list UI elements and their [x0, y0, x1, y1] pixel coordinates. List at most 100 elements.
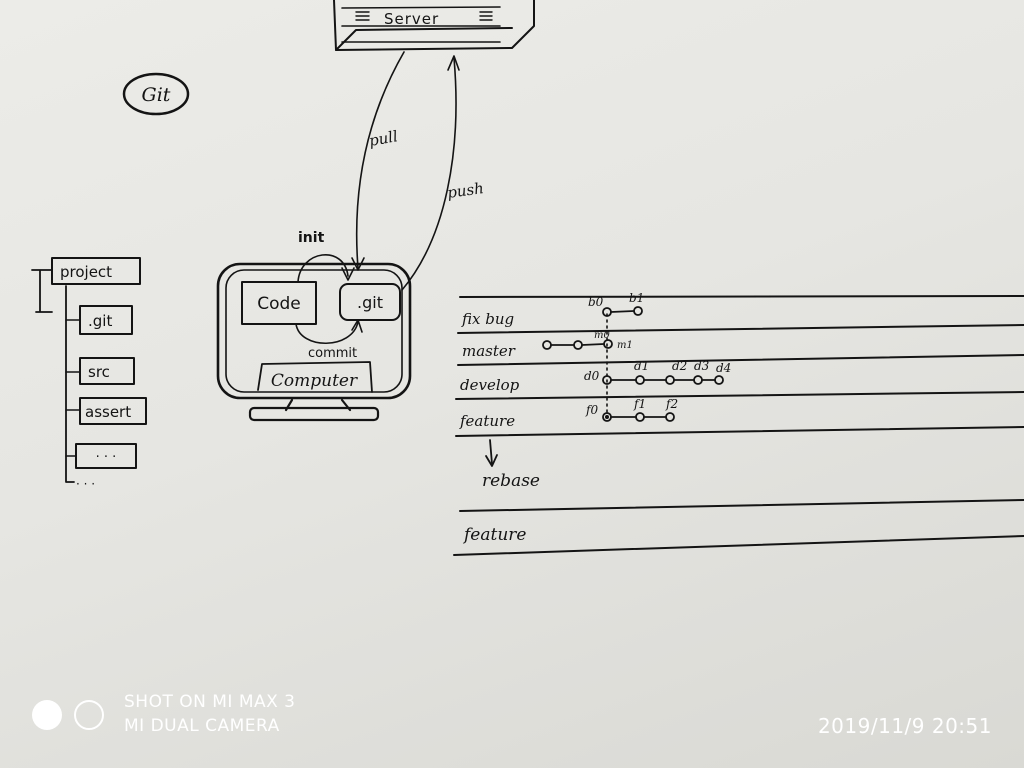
server-shelves — [341, 6, 501, 43]
lane-line-3 — [457, 354, 1024, 366]
commit-master-1 — [542, 340, 552, 350]
rebase-lane-top — [459, 499, 1024, 512]
commit-label-d1: d1 — [634, 359, 649, 373]
git-dir-box — [339, 283, 401, 321]
commit-label-d0: d0 — [584, 369, 600, 383]
commit-f0 — [602, 412, 612, 422]
commit-label-f0: f0 — [585, 403, 598, 417]
watermark-filled-circle-icon — [32, 700, 62, 730]
tree-branches — [65, 319, 81, 457]
code-label: Code — [257, 294, 301, 314]
init-arrowhead — [341, 267, 355, 281]
rebase-section: rebase feature — [453, 439, 1024, 556]
lane-line-4 — [455, 391, 1024, 400]
commit-master-3 — [603, 339, 613, 349]
photo-timestamp: 2019/11/9 20:51 — [817, 714, 992, 738]
commit-f1 — [635, 412, 645, 422]
branch-label-master: master — [462, 342, 516, 360]
lane-line-2 — [457, 324, 1024, 334]
commit-d4 — [714, 375, 724, 385]
tree-item-box-ellipsis — [75, 443, 137, 469]
tree-item-box-src — [79, 357, 135, 385]
commit-label-b1: b1 — [629, 291, 644, 305]
lane-line-1 — [459, 295, 1024, 298]
server-outline — [333, 0, 535, 51]
tree-trunk — [65, 285, 75, 483]
computer-monitor — [216, 262, 412, 400]
commit-master-2 — [573, 340, 583, 350]
rebase-arrow — [489, 439, 493, 465]
tree-item-assert: assert — [85, 403, 131, 421]
branch-label-fixbug: fix bug — [461, 310, 514, 328]
commit-label-f1: f1 — [633, 397, 646, 411]
tree-item-src: src — [88, 363, 110, 381]
computer-node: Computer Code .git init commit — [216, 230, 412, 422]
init-label: init — [298, 230, 325, 246]
tree-item-git: .git — [88, 312, 112, 330]
pull-push-arrows: pull push — [351, 51, 485, 291]
branch-lanes: fix bug master develop feature — [455, 295, 1024, 437]
tree-item-box-git — [79, 305, 133, 335]
computer-label: Computer — [271, 371, 358, 391]
commit-label-f2: f2 — [665, 397, 678, 411]
server-label: Server — [384, 10, 439, 28]
computer-stand — [248, 406, 380, 422]
code-box — [241, 281, 317, 325]
lane-line-5 — [455, 426, 1024, 437]
push-arrowhead — [447, 55, 460, 71]
tree-more: · · · — [76, 477, 95, 491]
git-title-label: Git — [142, 84, 171, 106]
rebase-lane-bottom — [453, 535, 1024, 556]
commit-label-d3: d3 — [694, 359, 710, 373]
server-vents — [355, 11, 493, 21]
commit-label: commit — [308, 346, 357, 361]
server-ledge — [335, 27, 513, 51]
branch-label-develop: develop — [460, 376, 520, 394]
tree-item-ellipsis: · · · — [96, 450, 117, 465]
computer-label-box — [257, 361, 373, 393]
fixbug-edge — [610, 310, 635, 313]
git-title: Git — [122, 72, 190, 116]
camera-watermark: SHOT ON MI MAX 3 MI DUAL CAMERA — [32, 690, 332, 742]
rebase-arrowhead — [485, 454, 498, 467]
master-commits: m0 m1 — [542, 330, 633, 351]
push-arrow — [401, 57, 457, 291]
develop-commits: d0 d1 d2 d3 d4 — [584, 359, 731, 385]
commit-d2 — [665, 375, 675, 385]
git-title-ellipse — [122, 72, 190, 116]
master-edges — [550, 343, 605, 346]
pull-arrow — [355, 51, 405, 269]
tree-root-box — [51, 257, 141, 285]
commit-label-d4: d4 — [716, 361, 731, 375]
commit-b1 — [633, 306, 643, 316]
commit-b0 — [602, 307, 612, 317]
watermark-line-1: SHOT ON MI MAX 3 — [124, 692, 296, 712]
fixbug-commits: b0 b1 — [588, 291, 644, 317]
tree-root-label: project — [60, 263, 112, 281]
commit-label-d2: d2 — [672, 359, 687, 373]
commit-label-b0: b0 — [588, 295, 604, 309]
feature-after-rebase-label: feature — [462, 525, 526, 545]
commit-f0-fill — [605, 415, 609, 419]
pull-label: pull — [368, 127, 400, 150]
branch-label-feature: feature — [459, 412, 515, 430]
init-arrow — [297, 253, 349, 283]
rebase-label: rebase — [482, 471, 540, 491]
commit-arrow — [295, 321, 359, 344]
server-node: Server — [333, 0, 535, 51]
commit-d0 — [602, 375, 612, 385]
watermark-line-2: MI DUAL CAMERA — [124, 716, 280, 736]
commit-label-m1: m1 — [617, 340, 633, 351]
git-dir-label: .git — [357, 293, 383, 312]
commit-label-m0: m0 — [594, 330, 610, 341]
commit-d1 — [635, 375, 645, 385]
computer-monitor-inner — [225, 269, 403, 393]
tree-root-bracket — [31, 269, 53, 313]
watermark-ring-circle-icon — [74, 700, 104, 730]
commit-f2 — [665, 412, 675, 422]
tree-item-box-assert — [79, 397, 147, 425]
push-label: push — [446, 179, 485, 202]
feature-commits: f0 f1 f2 — [585, 397, 678, 422]
